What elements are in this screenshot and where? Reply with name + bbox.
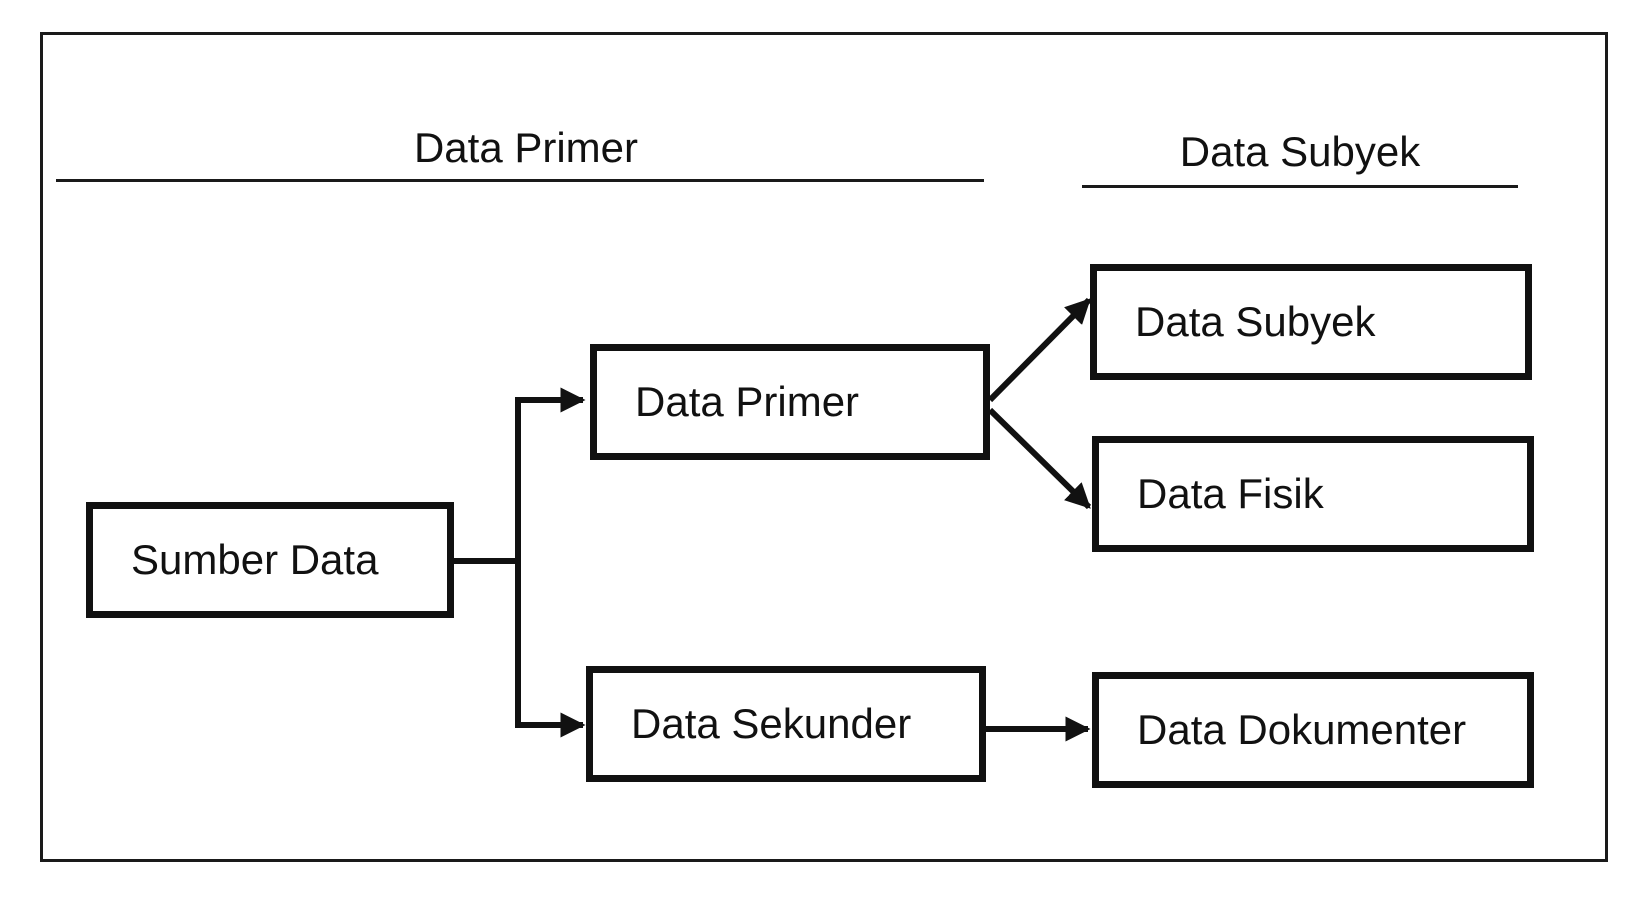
edge-primer-to-fisik [987, 407, 1092, 510]
node-sumber-data: Sumber Data [86, 502, 454, 618]
node-data-primer-label: Data Primer [635, 378, 860, 425]
node-data-primer: Data Primer [590, 344, 990, 460]
header-rule-data-subyek [1082, 185, 1518, 188]
node-data-dokumenter-label: Data Dokumenter [1137, 706, 1467, 753]
node-data-fisik-label: Data Fisik [1137, 470, 1324, 517]
node-data-sekunder-label: Data Sekunder [631, 700, 912, 747]
header-data-primer: Data Primer [413, 124, 639, 171]
header-data-subyek: Data Subyek [1179, 128, 1421, 175]
node-data-subyek: Data Subyek [1090, 264, 1532, 380]
node-data-dokumenter: Data Dokumenter [1092, 672, 1534, 788]
node-sumber-data-label: Sumber Data [131, 536, 379, 583]
node-data-subyek-label: Data Subyek [1135, 298, 1376, 345]
header-rule-data-primer [56, 179, 984, 182]
edge-primer-to-subyek [987, 297, 1092, 403]
diagram-frame [40, 32, 1608, 862]
node-data-sekunder: Data Sekunder [586, 666, 986, 782]
node-data-fisik: Data Fisik [1092, 436, 1534, 552]
